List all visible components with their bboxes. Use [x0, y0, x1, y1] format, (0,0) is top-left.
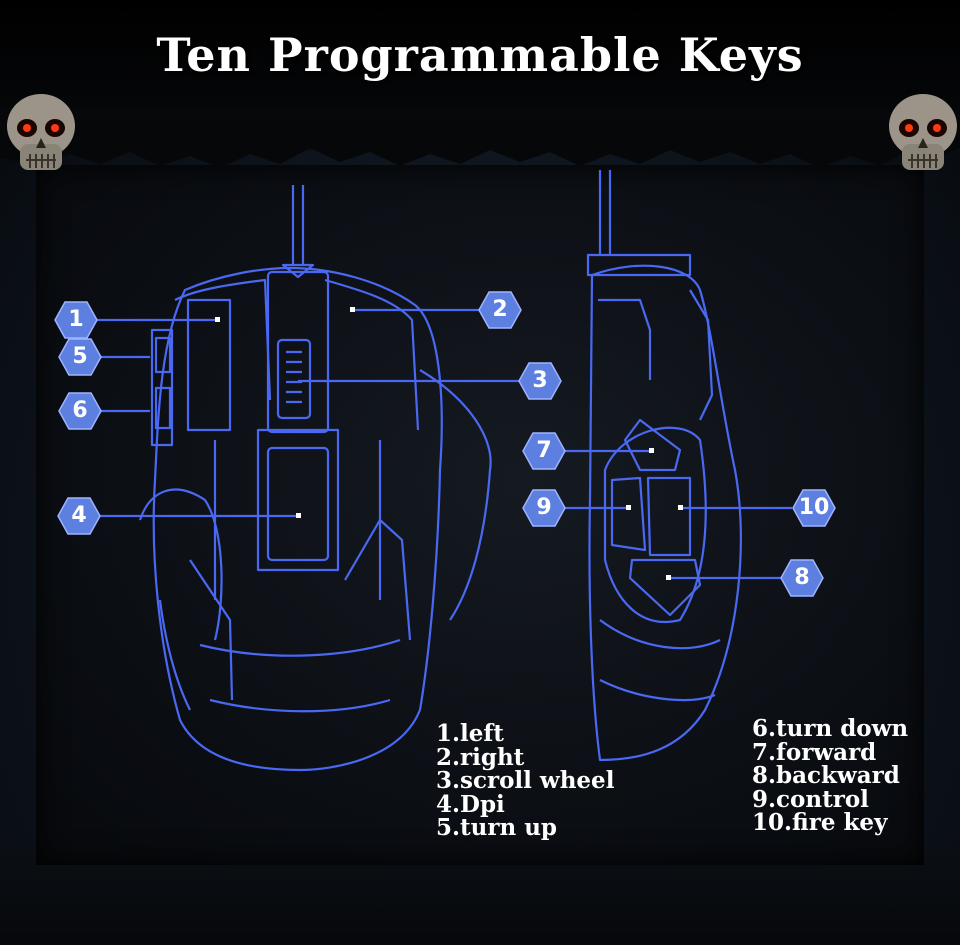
mouse-side-view — [586, 170, 742, 762]
legend-item: 4.Dpi — [436, 790, 505, 818]
key-badge-4: 4 — [57, 497, 101, 535]
key-legend-right: 6.turn down 7.forward 8.backward 9.contr… — [752, 717, 908, 835]
legend-item: 8.backward — [752, 762, 900, 789]
legend-item: 9.control — [752, 785, 869, 813]
key-badge-10: 10 — [792, 489, 836, 527]
legend-item: 3.scroll wheel — [436, 767, 615, 794]
footer-band — [0, 850, 960, 945]
mouse-top-view — [138, 185, 492, 772]
skull-icon — [889, 94, 957, 170]
page-title: Ten Programmable Keys — [156, 28, 804, 82]
legend-item: 6.turn down — [752, 715, 909, 742]
key-badge-5: 5 — [58, 338, 102, 376]
key-legend-left: 1.left 2.right 3.scroll wheel 4.Dpi 5.tu… — [436, 722, 614, 840]
leader-lines — [96, 308, 792, 580]
key-badge-7: 7 — [522, 432, 566, 470]
key-badge-2: 2 — [478, 291, 522, 329]
torn-edge-top — [0, 118, 960, 168]
key-badge-6: 6 — [58, 392, 102, 430]
legend-item: 5.turn up — [436, 814, 558, 841]
legend-item: 10.fire key — [752, 809, 888, 836]
key-badge-3: 3 — [518, 362, 562, 400]
key-badge-8: 8 — [780, 559, 824, 597]
legend-item: 1.left — [436, 720, 504, 747]
legend-item: 2.right — [436, 743, 525, 771]
key-badge-9: 9 — [522, 489, 566, 527]
key-badge-1: 1 — [54, 301, 98, 339]
skull-icon — [7, 94, 75, 170]
legend-item: 7.forward — [752, 738, 877, 766]
